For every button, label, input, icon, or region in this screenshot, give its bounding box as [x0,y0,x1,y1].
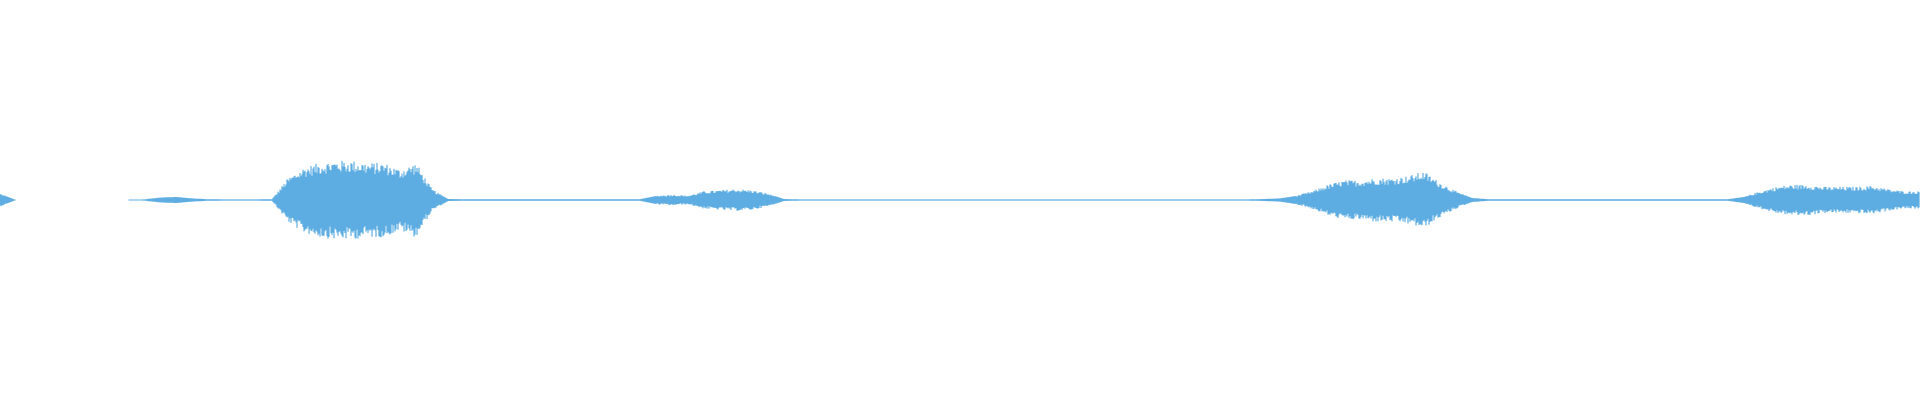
waveform-bars [0,160,1920,239]
waveform-path [0,160,1920,239]
